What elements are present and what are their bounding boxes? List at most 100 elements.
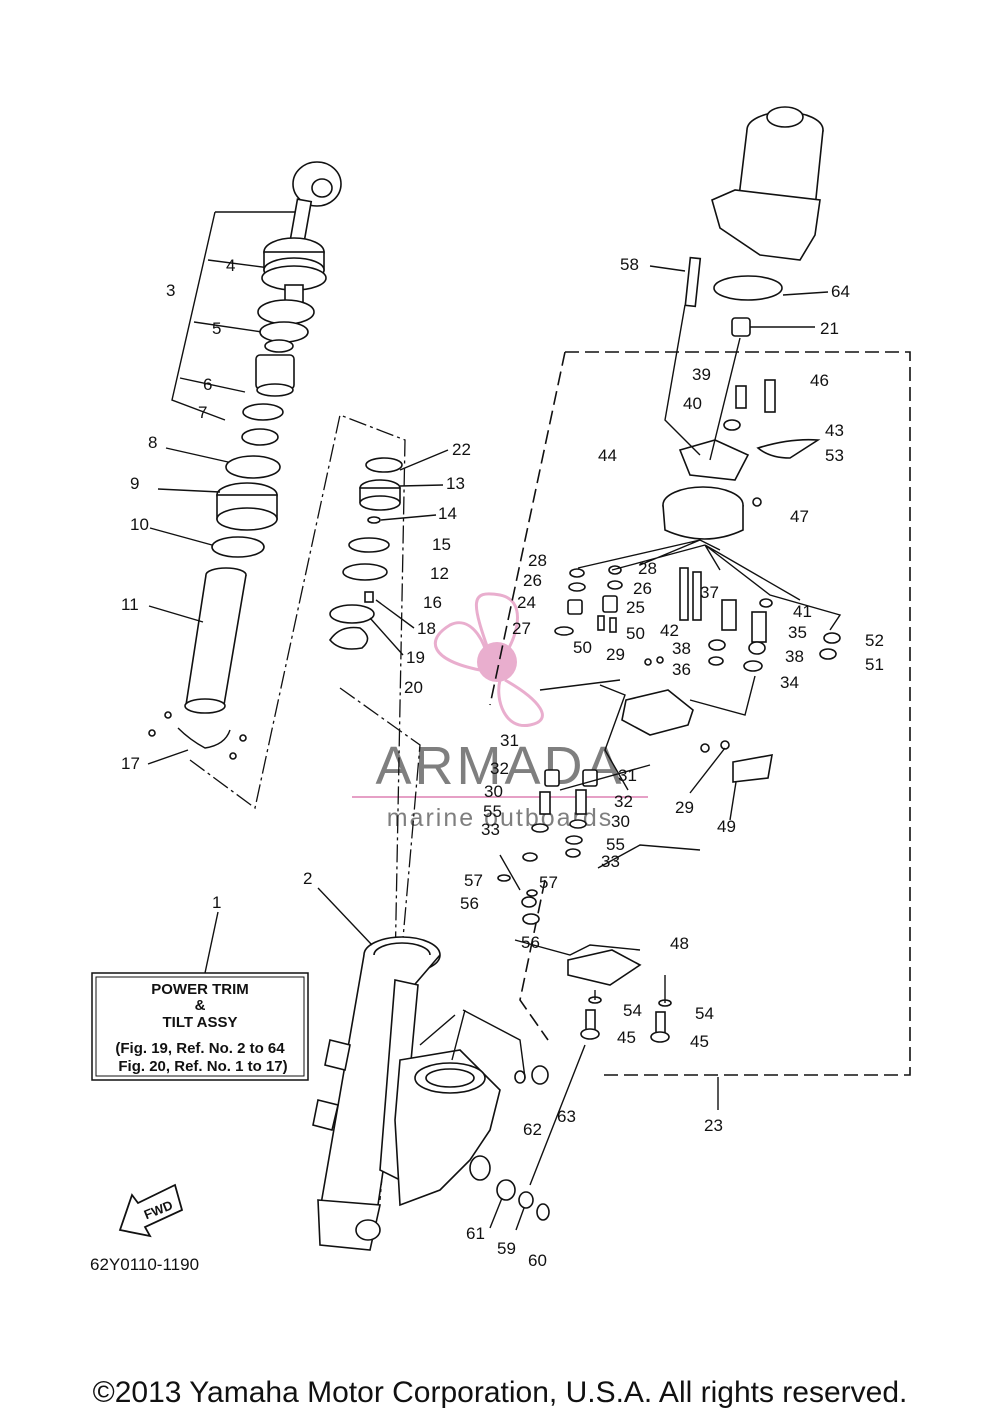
callout-55: 55 [606, 835, 625, 854]
callout-leader [149, 527, 213, 546]
callout-leader [515, 1207, 525, 1231]
callout-56: 56 [521, 933, 540, 952]
callout-leader [375, 599, 415, 629]
title-line-5: Fig. 20, Ref. No. 1 to 17) [118, 1058, 287, 1075]
callout-39: 39 [692, 365, 711, 384]
callout-leader [165, 447, 229, 463]
callout-20: 20 [404, 678, 423, 697]
callout-57: 57 [539, 873, 558, 892]
callout-11: 11 [121, 595, 139, 614]
callout-8: 8 [148, 433, 157, 452]
guide-line-a [189, 414, 406, 971]
callout-7: 7 [198, 403, 207, 422]
callout-55: 55 [483, 802, 502, 821]
callout-37: 37 [700, 583, 719, 602]
callout-28: 28 [638, 559, 657, 578]
callout-leader [148, 605, 204, 623]
callout-31: 31 [618, 766, 637, 785]
callout-40: 40 [683, 394, 702, 413]
callout-57: 57 [464, 871, 483, 890]
callout-23: 23 [704, 1116, 723, 1135]
callout-58: 58 [620, 255, 639, 274]
callout-44: 44 [598, 446, 617, 465]
valve-body-parts [567, 256, 821, 986]
callout-leader [489, 1197, 503, 1229]
callout-22: 22 [452, 440, 471, 459]
callout-1: 1 [212, 893, 221, 912]
callout-48: 48 [670, 934, 689, 953]
callout-leader [157, 488, 221, 493]
title-line-1: POWER TRIM [151, 981, 249, 998]
fwd-arrow-icon: FWD [118, 1183, 184, 1238]
callout-15: 15 [432, 535, 451, 554]
callout-leader [380, 514, 437, 521]
callout-24: 24 [517, 593, 536, 612]
callout-34: 34 [780, 673, 799, 692]
callout-33: 33 [481, 820, 500, 839]
callout-54: 54 [623, 1001, 642, 1020]
callout-52: 52 [865, 631, 884, 650]
callout-leader [147, 749, 189, 765]
trim-motor [711, 106, 824, 337]
guide-line-b [339, 687, 421, 1201]
callout-29: 29 [675, 798, 694, 817]
callout-leader [729, 781, 737, 821]
callout-33: 33 [601, 852, 620, 871]
callout-50: 50 [573, 638, 592, 657]
callout-64: 64 [831, 282, 850, 301]
callout-30: 30 [611, 812, 630, 831]
callout-6: 6 [203, 375, 212, 394]
callout-50: 50 [626, 624, 645, 643]
callout-leader [649, 265, 686, 272]
callout-2: 2 [303, 869, 312, 888]
callout-49: 49 [717, 817, 736, 836]
callout-30: 30 [484, 782, 503, 801]
small-parts [497, 497, 841, 1043]
callout-26: 26 [633, 579, 652, 598]
callout-14: 14 [438, 504, 457, 523]
callout-46: 46 [810, 371, 829, 390]
piston-parts [329, 457, 403, 650]
callout-61: 61 [466, 1224, 485, 1243]
callout-13: 13 [446, 474, 465, 493]
callout-42: 42 [660, 621, 679, 640]
callout-leader [399, 449, 449, 471]
bracket-3 [171, 211, 300, 421]
callout-32: 32 [490, 759, 509, 778]
callout-leader [782, 291, 829, 296]
callout-16: 16 [423, 593, 442, 612]
watermark-logo [433, 592, 544, 727]
callout-28: 28 [528, 551, 547, 570]
callout-leader [689, 747, 726, 794]
callout-5: 5 [212, 319, 221, 338]
callout-3: 3 [166, 281, 175, 300]
callout-60: 60 [528, 1251, 547, 1270]
callout-38: 38 [672, 639, 691, 658]
callout-leader [369, 617, 404, 656]
callout-9: 9 [130, 474, 139, 493]
callout-10: 10 [130, 515, 149, 534]
callout-38: 38 [785, 647, 804, 666]
callout-12: 12 [430, 564, 449, 583]
callout-51: 51 [865, 655, 884, 674]
tilt-rod-assembly [211, 161, 342, 558]
title-box: POWER TRIM & TILT ASSY (Fig. 19, Ref. No… [91, 911, 309, 1081]
callout-45: 45 [617, 1028, 636, 1047]
title-line-4: (Fig. 19, Ref. No. 2 to 64 [115, 1040, 285, 1057]
fittings [496, 1065, 550, 1221]
callout-45: 45 [690, 1032, 709, 1051]
callout-32: 32 [614, 792, 633, 811]
callout-29: 29 [606, 645, 625, 664]
callout-4: 4 [226, 256, 235, 275]
callout-43: 43 [825, 421, 844, 440]
callout-63: 63 [557, 1107, 576, 1126]
callout-17: 17 [121, 754, 140, 773]
callout-leader [317, 887, 373, 946]
drawing-number: 62Y0110-1190 [90, 1255, 199, 1274]
callout-18: 18 [417, 619, 436, 638]
tilt-cylinder-11 [148, 567, 247, 760]
callout-54: 54 [695, 1004, 714, 1023]
